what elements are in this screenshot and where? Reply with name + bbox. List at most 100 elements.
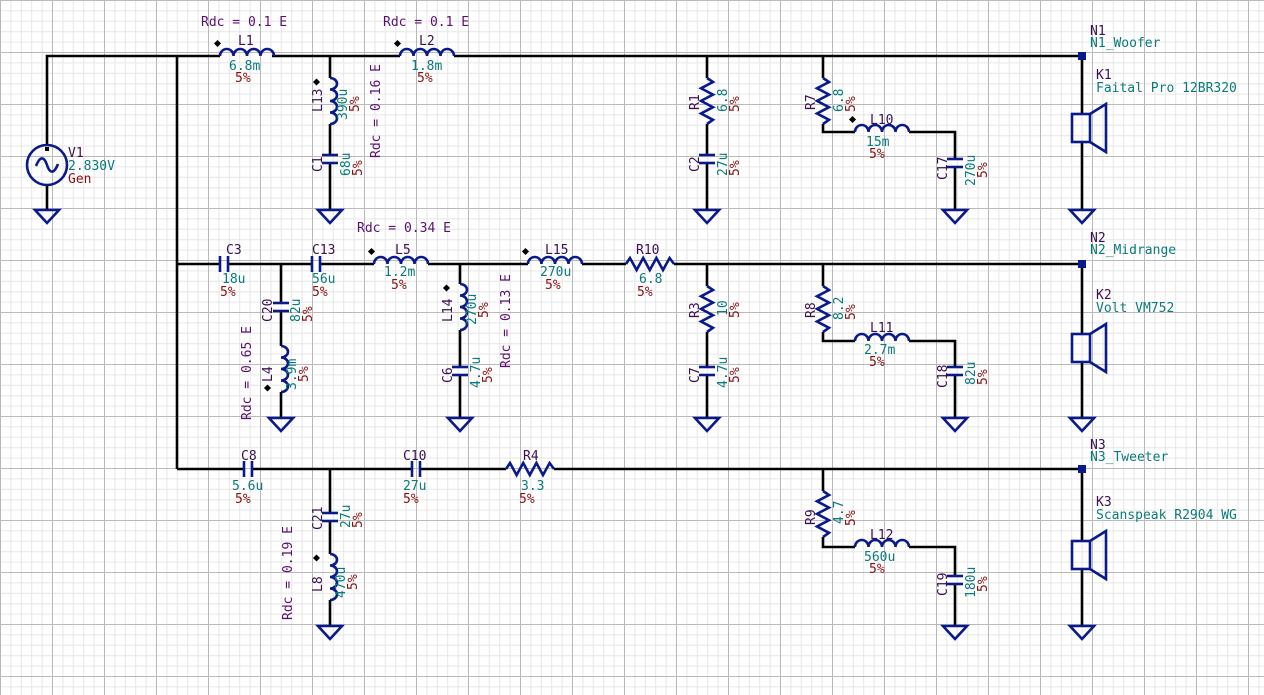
c10-capacitor — [410, 461, 422, 477]
c8-capacitor — [242, 461, 254, 477]
r10-resistor — [624, 255, 676, 273]
c6-capacitor — [452, 365, 468, 377]
l13-inductor — [312, 76, 339, 126]
l12-inductor — [853, 538, 911, 548]
r8-value: 8.2 — [832, 297, 847, 320]
l15-inductor — [521, 247, 584, 265]
c21-tol: 5% — [351, 512, 366, 528]
l14-rdc: Rdc = 0.13 E — [499, 274, 514, 368]
l5-name: L5 — [395, 243, 411, 258]
v1-value: 2.830V — [68, 159, 115, 174]
l11-value: 2.7m — [864, 343, 895, 358]
l10-name: L10 — [870, 113, 893, 128]
l4-rdc: Rdc = 0.65 E — [240, 326, 255, 420]
l12-value: 560u — [864, 550, 895, 565]
r1-name: R1 — [688, 94, 703, 110]
l10-tol: 5% — [869, 147, 885, 162]
ground-symbol — [315, 208, 345, 225]
l8-rdc: Rdc = 0.19 E — [281, 526, 296, 620]
c3-tol: 5% — [220, 285, 236, 300]
l1-name: L1 — [238, 34, 254, 49]
v1-source — [25, 143, 69, 187]
ground-symbol — [1067, 416, 1097, 433]
ground-symbol — [1067, 208, 1097, 225]
l13-rdc: Rdc = 0.16 E — [369, 64, 384, 158]
c7-value: 4.7u — [716, 357, 731, 388]
c1-name: C1 — [311, 156, 326, 172]
c19-capacitor — [947, 574, 963, 586]
l8-value: 470u — [334, 567, 349, 598]
r1-resistor — [698, 76, 716, 126]
n3-label: N3_Tweeter — [1090, 450, 1168, 465]
l8-name: L8 — [311, 576, 326, 592]
r9-value: 4.7 — [832, 501, 847, 524]
c3-name: C3 — [226, 243, 242, 258]
k3-speaker — [1070, 528, 1108, 582]
l14-inductor — [442, 282, 469, 332]
n3-id: N3 — [1090, 438, 1106, 453]
l5-value: 1.2m — [384, 265, 415, 280]
c13-value: 56u — [312, 272, 335, 287]
c10-value: 27u — [403, 479, 426, 494]
r9-tol: 5% — [844, 510, 859, 526]
l10-value: 15m — [866, 135, 890, 150]
k1-model: Faital Pro 12BR320 — [1096, 81, 1237, 96]
l8-inductor — [312, 552, 339, 602]
c20-tol: 5% — [301, 306, 316, 322]
c7-name: C7 — [688, 367, 703, 383]
c10-tol: 5% — [403, 492, 419, 507]
ground-symbol — [692, 208, 722, 225]
c21-name: C21 — [311, 507, 326, 530]
k3-model: Scanspeak R2904 WG — [1096, 508, 1237, 523]
l13-value: 390u — [336, 89, 351, 120]
ground-symbol — [315, 624, 345, 641]
c8-value: 5.6u — [232, 479, 263, 494]
l2-value: 1.8m — [411, 59, 442, 74]
l8-tol: 5% — [346, 574, 361, 590]
l15-value: 270u — [540, 265, 571, 280]
l15-tol: 5% — [545, 278, 561, 293]
c6-tol: 5% — [481, 367, 496, 383]
l11-name: L11 — [870, 321, 893, 336]
r7-resistor — [814, 76, 832, 126]
r9-name: R9 — [804, 509, 819, 525]
c13-capacitor — [310, 256, 322, 272]
wires — [45, 54, 1084, 626]
k2-id: K2 — [1096, 288, 1112, 303]
c17-name: C17 — [936, 157, 951, 180]
l14-name: L14 — [441, 298, 456, 322]
c19-value: 180u — [964, 567, 979, 598]
n2-id: N2 — [1090, 231, 1106, 246]
l1-tol: 5% — [235, 71, 251, 86]
r3-resistor — [698, 284, 716, 334]
ground-symbol — [940, 416, 970, 433]
l10-inductor — [848, 115, 911, 133]
l13-tol: 5% — [348, 96, 363, 112]
r10-value: 6.8 — [639, 272, 662, 287]
l1-value: 6.8m — [229, 59, 260, 74]
r8-tol: 5% — [844, 304, 859, 320]
r4-resistor — [504, 460, 556, 478]
l2-tol: 5% — [417, 71, 433, 86]
r4-value: 3.3 — [521, 479, 544, 494]
l2-inductor — [393, 39, 456, 57]
r1-tol: 5% — [728, 96, 743, 112]
l4-inductor — [263, 344, 290, 394]
c19-tol: 5% — [976, 576, 991, 592]
c10-name: C10 — [403, 449, 426, 464]
c2-tol: 5% — [728, 160, 743, 176]
l1-inductor — [213, 39, 276, 57]
r10-tol: 5% — [637, 285, 653, 300]
c21-capacitor — [322, 511, 338, 523]
r3-tol: 5% — [728, 302, 743, 318]
c21-value: 27u — [339, 505, 354, 528]
r3-name: R3 — [688, 302, 703, 318]
l5-inductor — [367, 247, 430, 265]
c1-capacitor — [322, 153, 338, 165]
c18-capacitor — [947, 365, 963, 377]
ground-symbol — [32, 208, 62, 225]
c20-value: 82u — [289, 299, 304, 322]
c18-name: C18 — [936, 365, 951, 388]
